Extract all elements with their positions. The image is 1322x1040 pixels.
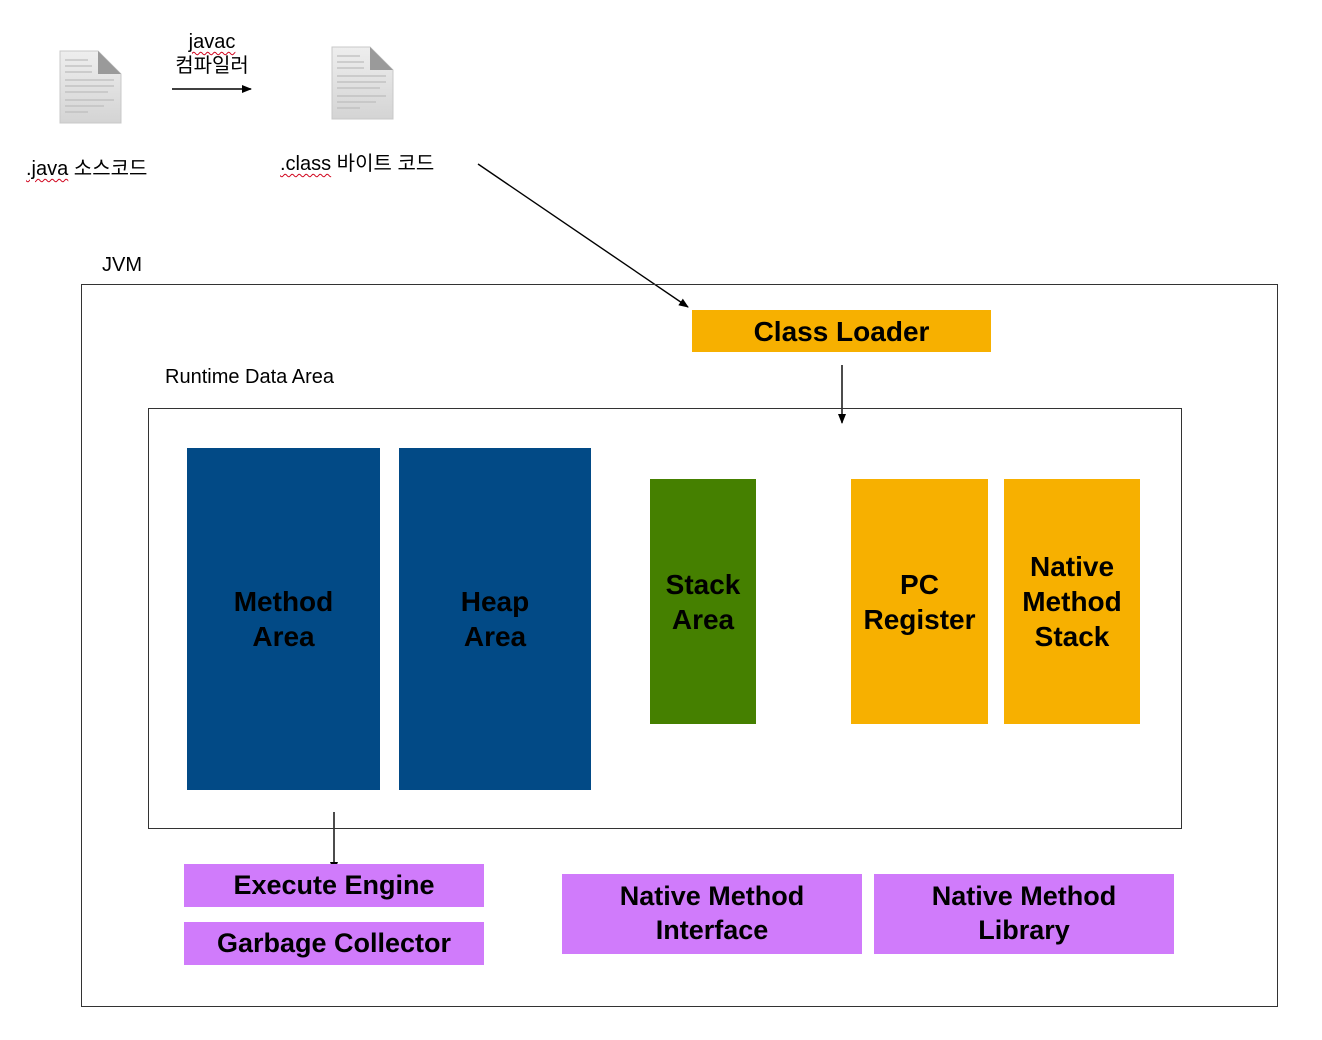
load-arrow: [477, 163, 689, 308]
native-method-library-box: Native Method Library: [874, 874, 1174, 954]
java-source-desc: 소스코드: [68, 158, 148, 180]
runtime-data-area-frame: [148, 408, 1182, 829]
native-method-interface-label: Native Method Interface: [619, 881, 805, 945]
heap-area-box: Heap Area: [399, 448, 591, 790]
class-bytecode-file-icon: [331, 46, 394, 120]
java-source-ext: .java: [26, 158, 69, 180]
method-area-box: Method Area: [187, 448, 380, 790]
method-area-label: Method Area: [233, 586, 334, 652]
compiler-name: javac: [188, 31, 236, 53]
pc-register-label: PC Register: [863, 568, 976, 635]
native-method-library-label: Native Method Library: [931, 881, 1117, 945]
class-loader-box: Class Loader: [692, 310, 991, 352]
java-source-file-icon: [59, 50, 122, 124]
compiler-label: javac 컴파일러: [170, 30, 254, 78]
execute-engine-label: Execute Engine: [233, 869, 435, 900]
native-method-stack-box: Native Method Stack: [1004, 479, 1140, 724]
heap-area-label: Heap Area: [460, 586, 530, 652]
jvm-label: JVM: [102, 254, 142, 276]
compiler-desc: 컴파일러: [175, 55, 249, 77]
class-bytecode-ext: .class: [280, 153, 332, 175]
runtime-data-area-label: Runtime Data Area: [165, 366, 334, 388]
native-method-stack-label: Native Method Stack: [1022, 551, 1122, 652]
jvm-frame: [81, 284, 1278, 1007]
stack-area-label: Stack Area: [665, 568, 741, 635]
garbage-collector-label: Garbage Collector: [216, 927, 452, 958]
java-source-label: .java 소스코드: [26, 152, 147, 181]
native-method-interface-box: Native Method Interface: [562, 874, 862, 954]
class-bytecode-desc: 바이트 코드: [331, 153, 435, 175]
execute-engine-box: Execute Engine: [184, 864, 484, 907]
class-loader-label: Class Loader: [753, 315, 930, 347]
class-bytecode-label: .class 바이트 코드: [280, 147, 434, 176]
pc-register-box: PC Register: [851, 479, 988, 724]
stack-area-box: Stack Area: [650, 479, 756, 724]
garbage-collector-box: Garbage Collector: [184, 922, 484, 965]
